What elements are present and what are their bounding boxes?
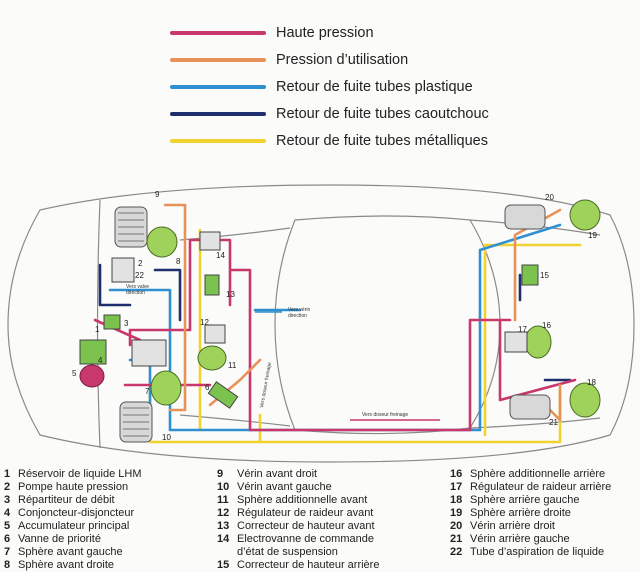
regulateur-raideur-arriere	[504, 331, 528, 353]
label-8: 8	[176, 257, 181, 266]
label-12: 12	[200, 318, 209, 327]
legend-label: Retour de fuite tubes métalliques	[276, 133, 488, 149]
label-5: 5	[72, 369, 77, 378]
label-6: 6	[205, 383, 210, 392]
part-item: d’état de suspension	[237, 546, 338, 558]
legend-swatch	[170, 112, 266, 116]
repartiteur-debit	[103, 314, 121, 330]
label-14: 14	[216, 251, 225, 260]
regulateur-raideur-avant	[204, 324, 226, 344]
label-16: 16	[542, 321, 551, 330]
legend-item-pression-utilisation: Pression d’utilisation	[170, 47, 408, 73]
pipe-high-pressure	[93, 238, 577, 432]
pipe-metal-return	[148, 228, 582, 444]
label-1: 1	[95, 325, 100, 334]
verin-avant-gauche	[119, 401, 153, 443]
legend-label: Retour de fuite tubes caoutchouc	[276, 106, 489, 122]
sphere-arriere-droite	[569, 199, 601, 231]
label-direction: direction	[288, 313, 307, 319]
pipes	[93, 203, 582, 444]
legend-item-retour-metalliques: Retour de fuite tubes métalliques	[170, 128, 488, 154]
label-10: 10	[162, 433, 171, 442]
accumulateur-principal	[79, 364, 105, 388]
label-2: 2	[138, 259, 143, 268]
verin-arriere-gauche	[509, 394, 551, 420]
label-11: 11	[228, 361, 237, 370]
label-vers-doseur-freinage: Vers doseur freinage	[259, 362, 273, 409]
legend-label: Retour de fuite tubes plastique	[276, 79, 473, 95]
legend-item-retour-plastique: Retour de fuite tubes plastique	[170, 74, 473, 100]
sphere-avant-droite	[146, 226, 178, 258]
legend-swatch	[170, 139, 266, 143]
label-vers-valve: Vers valve	[126, 284, 149, 290]
legend-swatch	[170, 58, 266, 62]
label-direction: direction	[126, 290, 145, 296]
legend-label: Pression d’utilisation	[276, 52, 409, 68]
number-labels: 1 2 3 4 5 6 7 8 9 10 11 12 13 14 15 16 1…	[72, 190, 597, 442]
legend-item-retour-caoutchouc: Retour de fuite tubes caoutchouc	[170, 101, 489, 127]
legend-swatch	[170, 85, 266, 89]
reservoir-lhm	[111, 257, 135, 283]
label-9: 9	[155, 190, 160, 199]
label-vers-verin: Vers vérin	[288, 307, 310, 313]
correcteur-hauteur-arriere	[521, 264, 539, 286]
components	[79, 199, 601, 443]
vanne-priorite	[207, 381, 239, 409]
hydraulic-diagram: 1 2 3 4 5 6 7 8 9 10 11 12 13 14 15 16 1…	[7, 184, 635, 463]
sphere-additionnelle-avant	[197, 345, 227, 371]
label-4: 4	[98, 356, 103, 365]
conjoncteur-disjoncteur	[131, 339, 167, 367]
pipe-rubber-return	[98, 263, 572, 382]
label-19: 19	[588, 231, 597, 240]
verin-arriere-droit	[504, 204, 546, 230]
legend-swatch	[170, 31, 266, 35]
sphere-arriere-gauche	[569, 382, 601, 418]
legend-item-haute-pression: Haute pression	[170, 20, 374, 46]
sphere-additionnelle-arriere	[524, 325, 552, 359]
correcteur-hauteur-avant	[204, 274, 220, 296]
verin-avant-droit	[114, 206, 148, 248]
legend-label: Haute pression	[276, 25, 374, 41]
label-13: 13	[226, 290, 235, 299]
label-7: 7	[145, 387, 150, 396]
label-vers-doseur-freinage: Vers doseur freinage	[362, 412, 408, 418]
electrovanne	[199, 231, 221, 251]
label-18: 18	[587, 378, 596, 387]
label-17: 17	[518, 325, 527, 334]
label-21: 21	[549, 418, 558, 427]
pompe-haute-pression	[79, 339, 107, 365]
legend: Haute pression Pression d’utilisation Re…	[0, 0, 640, 170]
label-20: 20	[545, 193, 554, 202]
sphere-avant-gauche	[150, 370, 182, 406]
label-15: 15	[540, 271, 549, 280]
label-3: 3	[124, 319, 129, 328]
label-22: 22	[135, 271, 144, 280]
